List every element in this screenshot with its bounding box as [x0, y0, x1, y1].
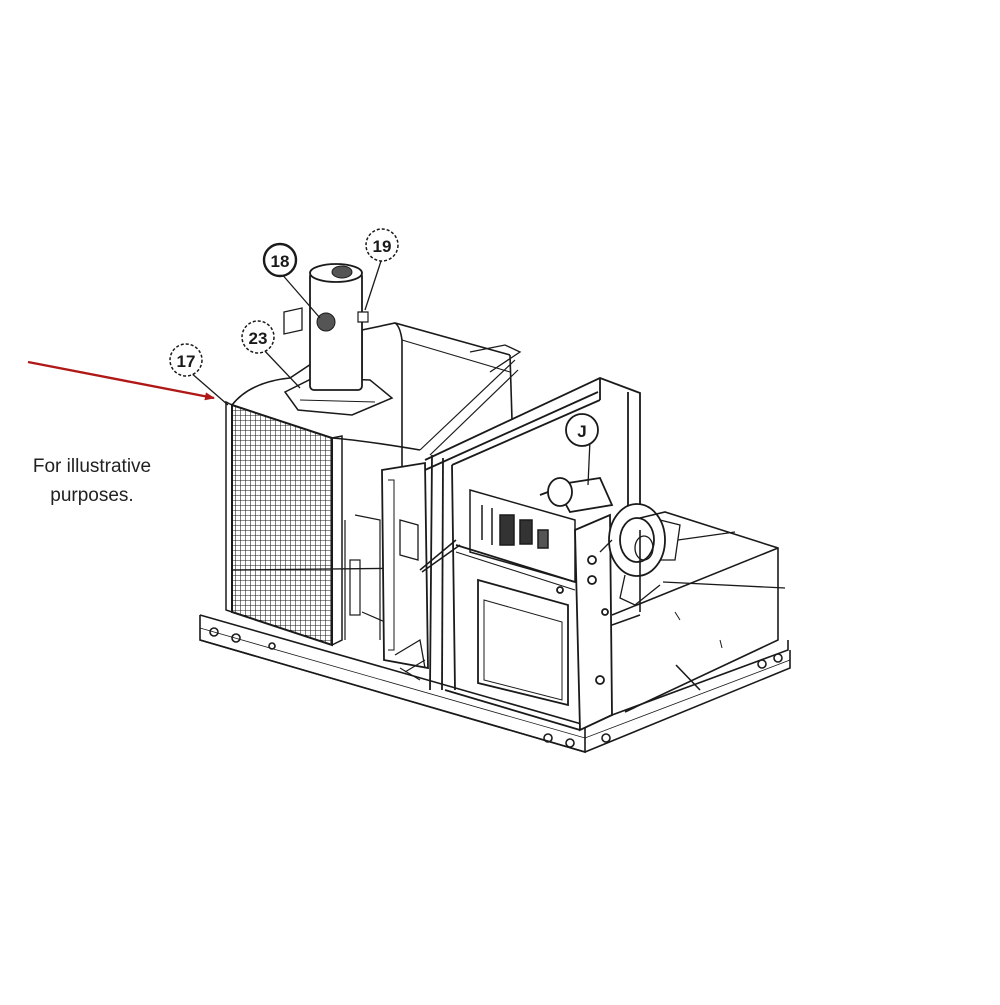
blower-housing [424, 377, 641, 732]
pointer-arrow [27, 360, 215, 401]
callout-18-label: 18 [271, 252, 290, 271]
control-box [419, 489, 576, 583]
blower-motor [539, 477, 681, 606]
return-air-section [611, 511, 779, 713]
illustrative-note: For illustrative purposes. [0, 452, 184, 510]
callout-19: 19 [365, 228, 399, 262]
callout-17: 17 [169, 343, 203, 377]
loose-part-block [283, 307, 303, 335]
callout-17-label: 17 [177, 352, 196, 371]
center-partition [381, 461, 429, 681]
callout-j: J [565, 413, 599, 447]
callout-23-label: 23 [249, 329, 268, 348]
callout-18: 18 [262, 242, 298, 278]
callout-j-label: J [577, 422, 586, 441]
base-pan [199, 614, 791, 754]
note-line-2: purposes. [50, 485, 134, 506]
callout-23: 23 [241, 320, 275, 354]
compressor [283, 263, 394, 416]
note-line-1: For illustrative [32, 456, 152, 477]
leader-lines [189, 257, 786, 589]
callout-19-label: 19 [373, 237, 392, 256]
